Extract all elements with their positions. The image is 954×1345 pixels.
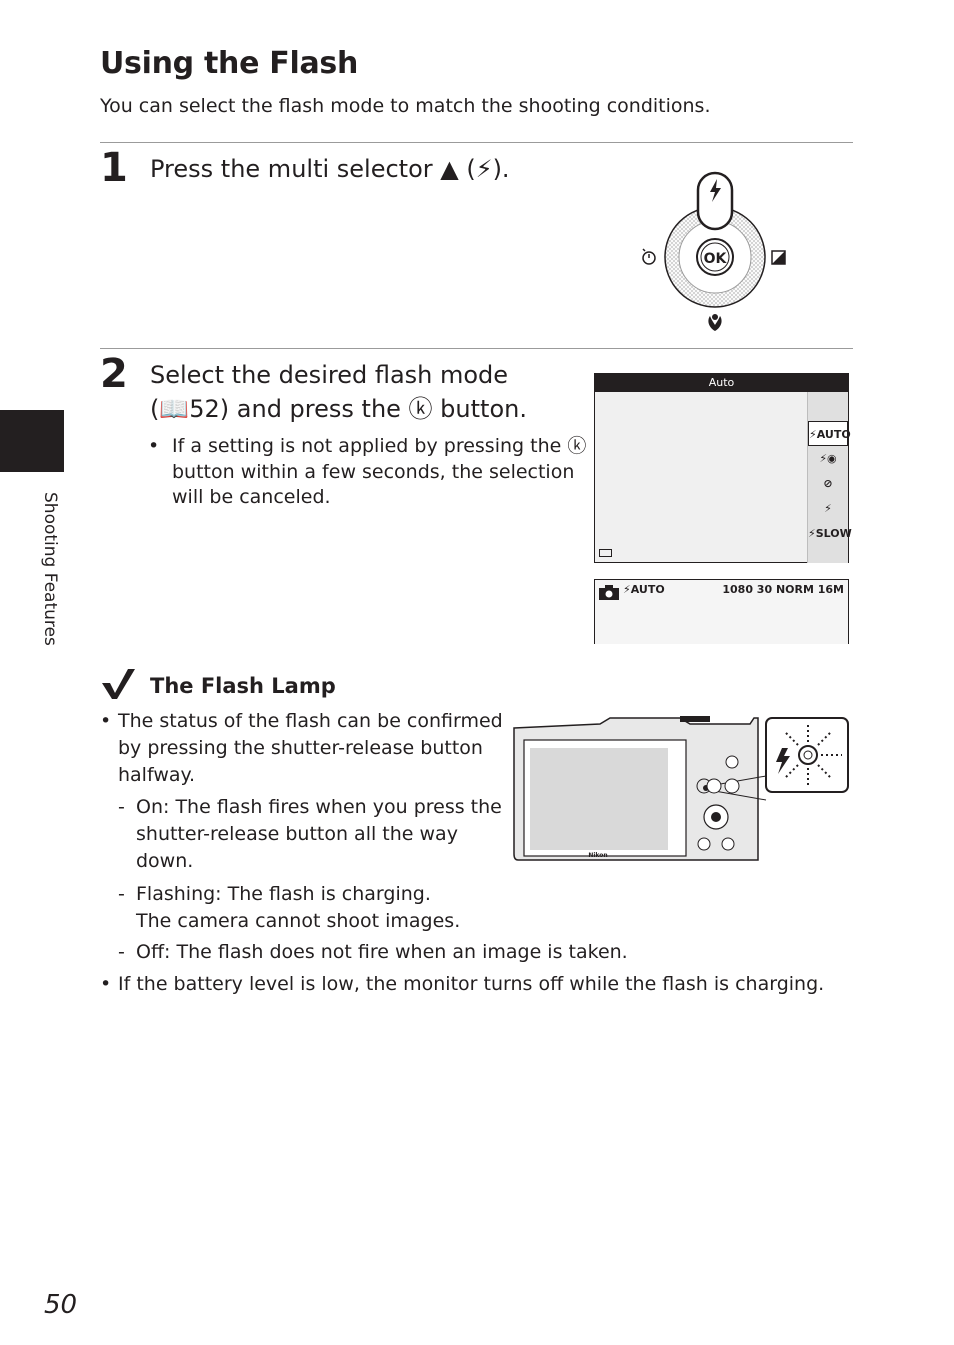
camera-back-illustration: Nikon — [513, 716, 849, 861]
divider — [100, 348, 853, 349]
shooting-status-screen: ⚡AUTO 1080 30 NORM 16M — [594, 579, 849, 644]
image-settings-indicator: 1080 30 NORM 16M — [722, 583, 844, 596]
chapter-label: Shooting Features — [40, 492, 60, 646]
note-sub-item-flashing: - Flashing: The flash is charging. The c… — [118, 881, 460, 935]
checkmark-note-icon — [102, 669, 135, 699]
note-bullet-2: • If the battery level is low, the monit… — [100, 972, 824, 998]
flash-option-fill: ⚡ — [824, 502, 832, 515]
flash-auto-indicator: ⚡AUTO — [623, 583, 665, 596]
bullet-line: If a setting is not applied by pressing … — [172, 435, 587, 457]
flash-icon — [776, 748, 790, 774]
bullet-line: The camera cannot shoot images. — [136, 910, 461, 932]
note-bullet-1: • The status of the flash can be confirm… — [100, 708, 503, 789]
bullet-line: halfway. — [118, 764, 196, 786]
bullet-line: If the battery level is low, the monitor… — [118, 973, 825, 995]
bullet-line: will be canceled. — [172, 486, 331, 508]
up-press-highlight — [696, 171, 734, 231]
bullet-line: The status of the flash can be confirmed — [118, 710, 503, 732]
flash-mode-list — [808, 392, 848, 563]
flash-option-red-eye: ⚡◉ — [819, 452, 837, 465]
bullet-line: down. — [136, 850, 194, 872]
step-2-line-1: Select the desired flash mode — [150, 361, 509, 389]
flash-option-off: ⊘ — [823, 477, 833, 490]
flash-option-slow-sync: ⚡SLOW — [808, 527, 852, 540]
page-title: Using the Flash — [100, 46, 359, 81]
exposure-compensation-icon — [771, 250, 786, 265]
flash-mode-screen: Auto ⚡AUTO ⚡◉ ⊘ ⚡ ⚡SLOW — [594, 373, 852, 563]
bullet-line: On: The flash fires when you press the — [136, 796, 502, 818]
step-1-number: 1 — [100, 145, 128, 191]
bullet-line: by pressing the shutter-release button — [118, 737, 483, 759]
light-rays — [784, 724, 842, 786]
bullet-line: shutter-release button all the way — [136, 823, 458, 845]
camera-icon — [599, 585, 619, 600]
step-2-number: 2 — [100, 351, 128, 397]
screen-header: Auto — [595, 374, 848, 392]
chapter-tab — [0, 410, 64, 472]
bullet-line: Off: The flash does not fire when an ima… — [136, 941, 628, 963]
note-title: The Flash Lamp — [150, 674, 336, 698]
page-number: 50 — [44, 1290, 78, 1320]
bullet-line: Flashing: The flash is charging. — [136, 883, 431, 905]
flash-icon — [710, 179, 721, 202]
camera-brand-label: Nikon — [588, 852, 607, 859]
battery-icon — [599, 549, 612, 557]
step-1-text: Press the multi selector ▲ (⚡). — [150, 155, 510, 183]
multi-selector-diagram: OK — [642, 171, 786, 331]
bullet-line: button within a few seconds, the selecti… — [172, 460, 575, 483]
step-2-bullet: • If a setting is not applied by pressin… — [148, 434, 586, 511]
divider — [100, 142, 853, 143]
flash-option-auto: ⚡AUTO — [808, 421, 851, 446]
note-sub-item-on: - On: The flash fires when you press the… — [118, 794, 502, 875]
intro-text: You can select the flash mode to match t… — [100, 95, 711, 117]
macro-icon — [708, 314, 722, 331]
note-sub-item-off: - Off: The flash does not fire when an i… — [118, 940, 628, 966]
self-timer-icon — [642, 248, 656, 265]
step-2-line-2: (📖52) and press the ⓚ button. — [150, 395, 527, 423]
ok-label: OK — [704, 251, 728, 267]
